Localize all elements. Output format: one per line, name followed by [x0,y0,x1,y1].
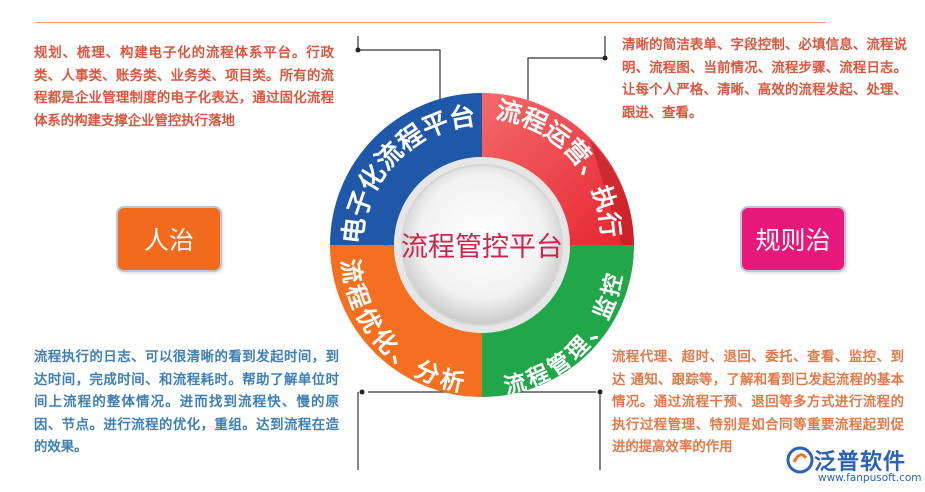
paragraph-bottom-left: 流程执行的日志、可以很清晰的看到发起时间，到达时间，完成时间、和流程耗时。帮助了… [34,349,339,455]
logo-name: 泛普软件 [814,450,907,475]
hub-disc [401,164,563,326]
connector-top-right [527,36,606,100]
badge-rule-governance: 规则治 [740,206,846,272]
paragraph-top-left: 规划、梳理、构建电子化的流程体系平台。行政类、人事类、账务类、业务类、项目类。所… [34,45,334,129]
logo-url: www.fanpusoft.com [818,472,922,484]
paragraph-bottom-right: 流程代理、超时、退回、委托、查看、监控、到达 通知、跟踪等，了解和看到已发起流程… [612,349,904,455]
badge-human-governance: 人治 [116,206,222,272]
segment-top-right [482,93,634,245]
logo-mark-icon [786,446,814,474]
paragraph-top-right: 清晰的简洁表单、字段控制、必填信息、流程说明、流程图、当前情况、流程步骤、流程日… [622,37,907,121]
top-divider-line [36,22,826,23]
brand-logo: 泛普软件 www.fanpusoft.com [784,444,924,492]
segment-top-left [330,93,482,245]
segment-bottom-left [330,245,482,397]
segment-bottom-right [482,245,634,397]
connector-top-left [357,36,441,104]
center-title: 流程管控平台 [401,232,563,263]
